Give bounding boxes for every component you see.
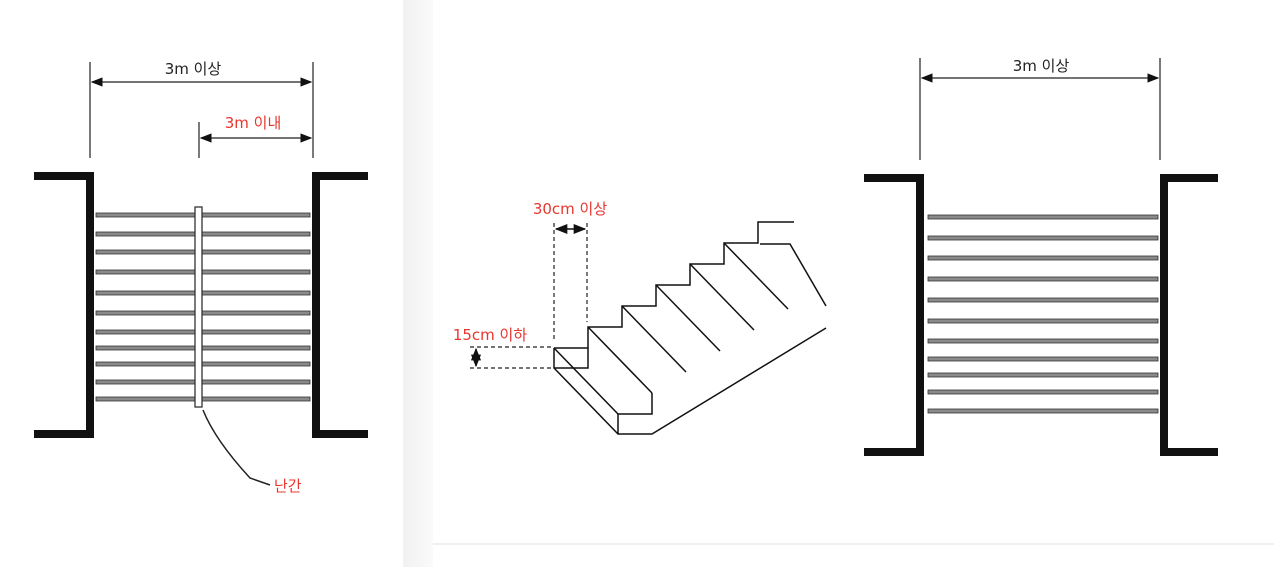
stair-tread [927, 297, 1159, 303]
stair-treads [95, 212, 311, 402]
tread-depth-label: 30cm 이상 [533, 200, 608, 218]
stair-tread [95, 290, 311, 296]
stair-tread [95, 212, 311, 218]
stair-tread [95, 269, 311, 275]
handrail-label: 난간 [274, 477, 302, 495]
left-wall [864, 174, 924, 456]
right-wall [312, 172, 368, 438]
stair-underside [553, 327, 827, 435]
stair-tread [927, 356, 1159, 362]
riser-height-label: 15cm 이하 [453, 326, 528, 344]
stair-tread [927, 214, 1159, 220]
stair-steps [553, 221, 827, 435]
stair-tread [927, 255, 1159, 261]
stair-tread [927, 235, 1159, 241]
stair-tread [927, 338, 1159, 344]
stair-step-profile [554, 221, 794, 349]
stair-step-edge [621, 305, 687, 373]
stair-step-edge [689, 263, 755, 331]
width-label: 3m 이상 [165, 60, 222, 78]
stair-tread [95, 329, 311, 335]
stair-step-front-1 [554, 348, 589, 369]
handrail-spacing-label: 3m 이내 [225, 114, 282, 132]
stair-top-landing [760, 243, 827, 307]
stair-step-edge [723, 242, 789, 310]
right-wall [1160, 174, 1218, 456]
handrail-leader-line [202, 409, 271, 486]
stair-tread [927, 318, 1159, 324]
width-label: 3m 이상 [1013, 57, 1070, 75]
stair-tread [95, 249, 311, 255]
stair-step-edge [587, 326, 653, 394]
left-wall [34, 172, 94, 438]
panel-divider [403, 0, 433, 567]
stair-tread [95, 345, 311, 351]
panel-divider-bottom [433, 543, 1274, 545]
stair-step-edge [655, 284, 721, 352]
stair-tread [927, 389, 1159, 395]
stair-step-edge [553, 347, 619, 415]
stair-tread [95, 231, 311, 237]
stair-treads [927, 214, 1159, 414]
stair-section: 30cm 이상 15cm 이하 [453, 200, 827, 435]
right-stair-plan: 3m 이상 [864, 57, 1218, 456]
stair-tread [927, 276, 1159, 282]
left-stair-plan: 3m 이상 3m 이내 난간 [34, 60, 368, 495]
stair-tread [95, 396, 311, 402]
stair-tread [927, 372, 1159, 378]
stair-tread [95, 310, 311, 316]
stair-tread [95, 379, 311, 385]
stair-tread [95, 361, 311, 367]
stair-tread [927, 408, 1159, 414]
stair-step-riser [617, 393, 653, 434]
center-handrail [194, 206, 203, 408]
